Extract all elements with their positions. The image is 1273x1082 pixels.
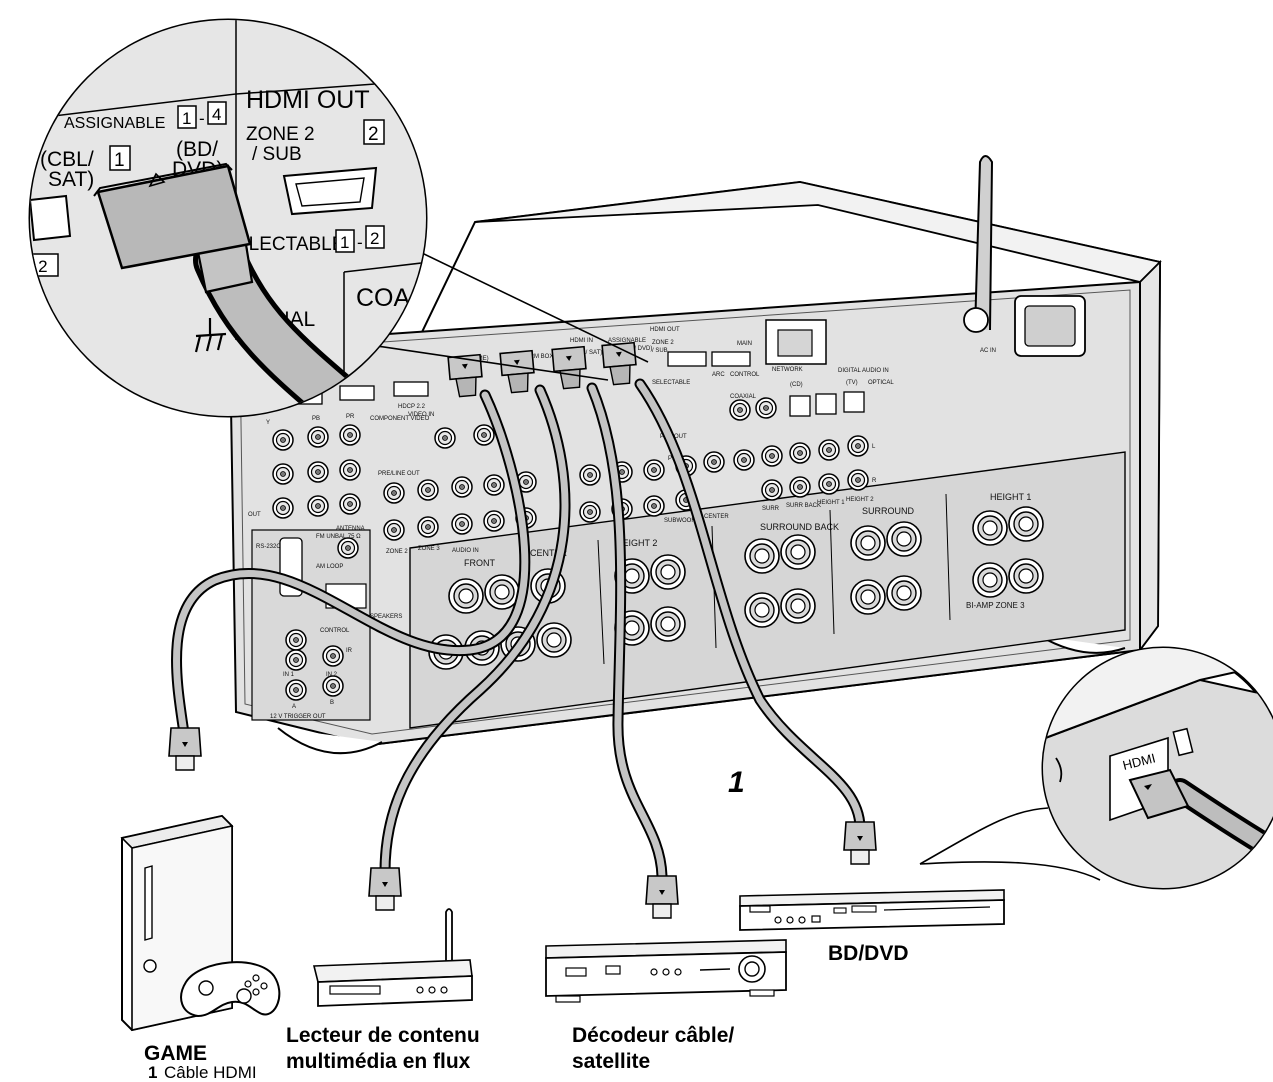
zoom-sel-2: 2: [370, 229, 379, 248]
av-receiver: AC IN NETWORK HDMI OUT MAIN ZONE 2 / SUB…: [228, 155, 1162, 755]
height2-pre-label: HEIGHT 2: [846, 497, 874, 503]
subwoofer-label: SUBWOOFER: [664, 518, 704, 524]
digital-audio-in-label: DIGITAL AUDIO IN: [838, 368, 889, 374]
ir-in1-label: IN 1: [283, 672, 295, 678]
game-console-icon: [120, 814, 281, 1032]
zoom-coa-label: COA: [356, 284, 411, 312]
audio-in-label: AUDIO IN: [452, 548, 479, 554]
zoom-port-1: 1: [114, 150, 125, 171]
height1-label: HEIGHT 1: [990, 492, 1031, 502]
selectable-label: SELECTABLE: [652, 380, 690, 386]
control-strip-label: CONTROL: [320, 628, 350, 634]
zoom-detail-right: HDMI: [919, 646, 1273, 890]
zoom-sat-label: SAT): [48, 168, 94, 191]
pre-l-label: L: [872, 444, 876, 450]
decoder-label-line1: Décodeur câble/: [572, 1024, 734, 1047]
control-label: CONTROL: [730, 372, 760, 378]
zoom-assignable-1: 1: [182, 109, 191, 128]
callout-number: 1: [728, 766, 745, 799]
hdmi-in-label: HDMI IN: [570, 338, 593, 344]
comp-out-label: OUT: [248, 512, 261, 518]
main-label: MAIN: [737, 341, 752, 347]
decoder-label-line2: satellite: [572, 1050, 650, 1073]
zoom-sel-1: 1: [340, 233, 349, 252]
surround-label: SURROUND: [862, 506, 915, 516]
zoom-bd-label: (BD/: [176, 138, 218, 161]
zoom-port-2: 2: [368, 124, 379, 145]
trig-b-label: B: [330, 700, 334, 706]
height1-pre-label: HEIGHT 1: [817, 500, 845, 506]
video-in-label: VIDEO IN: [408, 412, 434, 418]
device-plugs: [168, 727, 877, 919]
center-pre-label: CENTER: [704, 514, 729, 520]
center-label: CENTER: [530, 548, 568, 558]
comp-pb-label: PB: [312, 416, 320, 422]
zoom-sel-dash: -: [357, 233, 363, 252]
surr-pre-label: SURR: [762, 506, 780, 512]
hdmi-out-label: HDMI OUT: [650, 327, 680, 333]
strm-box-label: (STRM BOX): [520, 354, 555, 360]
legend-text: Câble HDMI: [164, 1063, 257, 1082]
zoom-sub-label: / SUB: [252, 144, 302, 165]
network-label: NETWORK: [772, 367, 803, 373]
am-loop-label: AM LOOP: [316, 564, 343, 570]
sub-label: / SUB: [652, 348, 668, 354]
bd-dvd-label: BD/DVD: [828, 942, 909, 965]
ir-in2-label: IN 2: [326, 672, 338, 678]
trig-a-label: A: [292, 704, 296, 710]
trigger-out-label: 12 V TRIGGER OUT: [270, 714, 326, 720]
surr-back-pre-label: SURR BACK: [786, 503, 821, 509]
comp-pr-label: PR: [346, 414, 355, 420]
ground-icon: [194, 318, 227, 353]
zoom-assignable-label: ASSIGNABLE: [64, 115, 165, 132]
ir-label: IR: [346, 648, 353, 654]
streaming-player-icon: [312, 908, 473, 1007]
rs232c-label: RS-232C: [256, 544, 281, 550]
hdcp-label: HDCP 2.2: [398, 404, 426, 410]
height2-label: HEIGHT 2: [616, 538, 657, 548]
pre-r-label: R: [872, 478, 877, 484]
receiver-plugs: [447, 341, 637, 398]
zoom-hdmi-out-label: HDMI OUT: [246, 86, 370, 114]
hdmi-cables: [171, 378, 866, 882]
bd-dvd-player-icon: [739, 889, 1005, 931]
surround-back-label: SURROUND BACK: [760, 522, 839, 532]
zoom-zone2-label: ZONE 2: [246, 124, 315, 145]
game-label: GAME: [144, 1042, 207, 1065]
zone2-out-label: ZONE 2: [386, 549, 408, 555]
assignable-label: ASSIGNABLE: [608, 338, 646, 344]
opt-tv-label: (TV): [846, 380, 858, 386]
bi-amp-label: BI-AMP ZONE 3: [966, 601, 1025, 610]
zoom-assignable-4: 4: [212, 105, 221, 124]
fm-unbal-label: FM UNBAL 75 Ω: [316, 534, 361, 540]
ac-in-label: AC IN: [980, 348, 996, 354]
zoom-selectable-label: ELECTABLE: [236, 234, 344, 255]
legend-number: 1: [148, 1063, 157, 1082]
comp-y-label: Y: [266, 420, 270, 426]
streaming-label-line1: Lecteur de contenu: [286, 1024, 480, 1047]
zoom-assignable-dash: -: [199, 109, 205, 128]
coaxial-label: COAXIAL: [730, 394, 757, 400]
cbl-sat-label: (CBL/ SAT): [572, 350, 602, 356]
bd-dvd-label: (BD/ DVD): [624, 346, 652, 352]
zone3-out-label: ZONE 3: [418, 546, 440, 552]
decoder-icon: [545, 939, 787, 1003]
arc-label: ARC: [712, 372, 725, 378]
zone2-label: ZONE 2: [652, 340, 674, 346]
speakers-label: SPEAKERS: [370, 614, 402, 620]
coax-cd-label: (CD): [790, 382, 803, 388]
pre-line-out-label: PRE/LINE OUT: [378, 471, 420, 477]
zoom-cbl-label: (CBL/: [40, 148, 94, 171]
antenna-label: ANTENNA: [336, 526, 365, 532]
front-label: FRONT: [464, 558, 495, 568]
component-video-label: COMPONENT VIDEO: [370, 416, 430, 422]
streaming-label-line2: multimédia en flux: [286, 1050, 471, 1073]
optical-label: OPTICAL: [868, 380, 894, 386]
